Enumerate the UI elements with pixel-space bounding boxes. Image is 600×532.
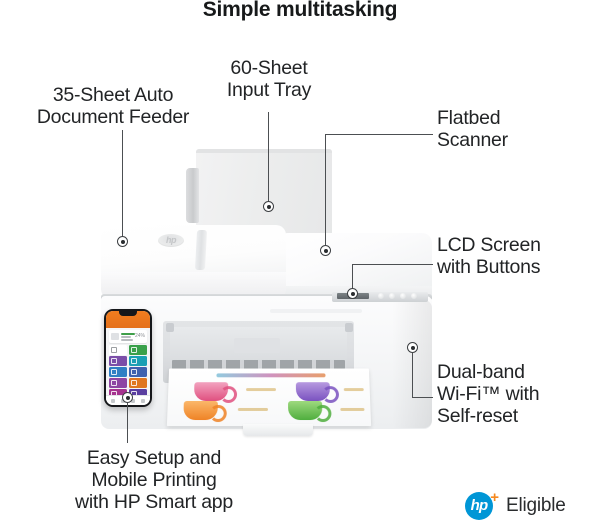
hp-plus-sign: + [490,490,499,505]
sheet-cup-graphic-purple [296,382,330,401]
callout-dot-mobile [122,392,133,403]
app-tile[interactable] [129,378,147,388]
door-hinge-left [166,323,174,332]
callout-label-input-tray: 60-Sheet Input Tray [190,57,348,101]
control-button-2[interactable] [389,293,395,299]
app-card-line [121,339,133,341]
app-status-card[interactable]: 24% [109,330,147,343]
hp-logo-letters: hp [465,492,493,520]
nav-item[interactable] [111,399,115,403]
phone-screen: 24% [106,311,150,405]
output-tray-extender [243,424,313,436]
leader-line-wifi-h [412,397,433,398]
nav-item[interactable] [141,399,145,403]
callout-label-lcd-screen: LCD Screen with Buttons [437,234,600,278]
document-feeder-slot [195,230,207,270]
app-tile[interactable] [109,345,127,355]
printer-body-seam [270,309,362,313]
leader-line-flatbed-v [325,134,326,251]
printed-output-sheet [167,369,371,427]
leader-line-adf [122,130,123,242]
app-tile[interactable] [109,367,127,377]
callout-dot-wifi [407,342,418,353]
callout-label-wifi: Dual-band Wi-Fi™ with Self-reset [437,361,597,427]
callout-label-mobile-printing: Easy Setup and Mobile Printing with HP S… [14,447,294,513]
app-card-line [121,333,135,335]
sheet-headline-graphic [216,373,325,377]
sheet-text-line [238,408,268,411]
app-tile[interactable] [129,356,147,366]
leader-line-wifi-v [412,353,413,398]
app-ink-percent: 24% [135,333,145,339]
app-tile[interactable] [109,378,127,388]
leader-line-flatbed-h [325,134,433,135]
control-button-1[interactable] [378,293,384,299]
cartridge-door-label [234,338,280,353]
callout-dot-input-tray [263,201,274,212]
leader-line-lcd-h [352,264,433,265]
callout-dot-flatbed [320,245,331,256]
sheet-cup-graphic-green [288,401,322,420]
sheet-cup-graphic-orange [183,401,218,420]
leader-line-mobile [127,403,128,443]
leader-line-input-tray [268,112,269,208]
app-tile[interactable] [109,356,127,366]
callout-label-flatbed-scanner: Flatbed Scanner [437,107,597,151]
callout-label-document-feeder: 35-Sheet Auto Document Feeder [8,84,218,128]
control-button-4[interactable] [411,293,417,299]
sheet-text-line [340,408,364,411]
app-tile[interactable] [129,345,147,355]
sheet-cup-graphic-pink [194,382,228,401]
app-tile[interactable] [129,367,147,377]
hp-plus-eligible-badge: hp + Eligible [465,489,566,523]
control-button-3[interactable] [400,293,406,299]
callout-dot-lcd [347,288,358,299]
input-tray-paper-guide [186,168,199,223]
input-tray-top-edge [196,149,332,153]
phone-notch [119,311,137,316]
app-card-line [121,336,131,338]
callout-dot-adf [117,236,128,247]
hp-plus-logo-icon: hp + [465,489,499,523]
app-card-thumbnail [111,333,119,340]
hp-plus-eligible-label: Eligible [506,495,566,517]
door-hinge-right [345,323,353,332]
hp-logo-emboss-icon [158,234,184,247]
sheet-text-line [246,388,276,391]
app-tile-grid [109,345,147,399]
sheet-text-line [344,388,364,391]
